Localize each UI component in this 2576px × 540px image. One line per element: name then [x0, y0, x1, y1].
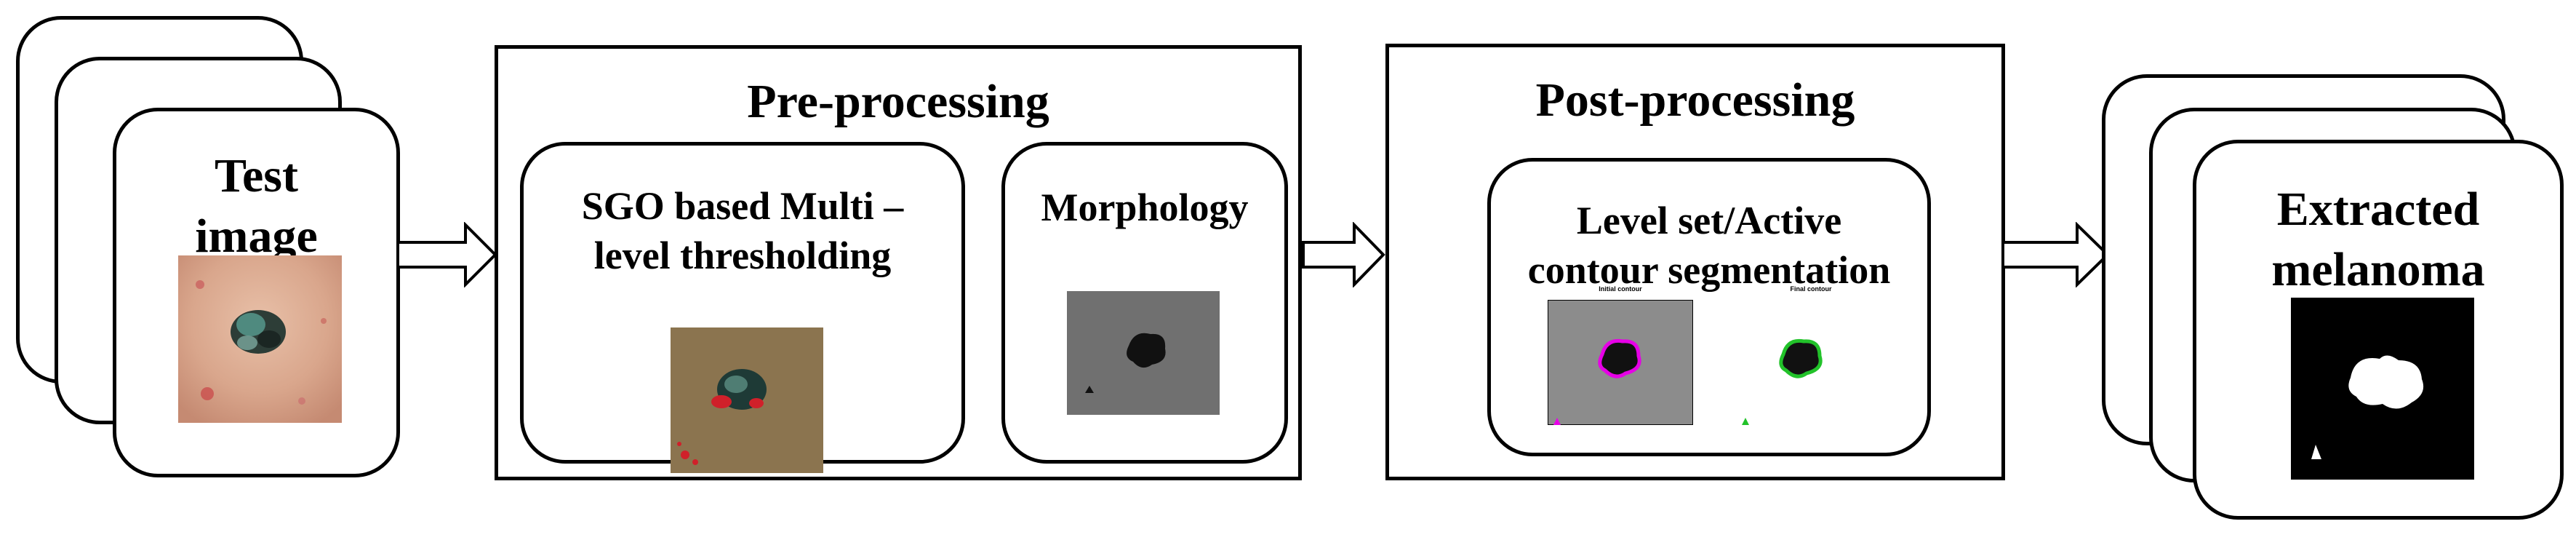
morphology-step-text: Morphology [1041, 186, 1249, 229]
output-title-line1: Extracted [2276, 183, 2480, 236]
levelset-step-label: Level set/Active contour segmentation [1491, 196, 1927, 295]
threshold-step-label: SGO based Multi – level thresholding [524, 182, 961, 280]
threshold-step-line1: SGO based Multi – [581, 184, 904, 228]
arrow-preprocessing-to-postprocessing [1302, 222, 1385, 287]
input-title-line2: image [195, 209, 318, 263]
input-title-line1: Test [215, 149, 298, 202]
output-card-extracted: Extracted melanoma [2193, 140, 2564, 520]
preprocessing-step-morphology: Morphology [1001, 142, 1288, 464]
threshold-step-line2: level thresholding [593, 233, 892, 277]
extracted-mask-thumbnail [2291, 298, 2474, 480]
postprocessing-block: Post-processing Level set/Active contour… [1385, 44, 2005, 480]
morphology-thumbnail [1067, 291, 1220, 415]
preprocessing-title: Pre-processing [498, 72, 1298, 132]
input-title: Test image [116, 146, 396, 266]
postprocessing-title: Post-processing [1389, 71, 2001, 131]
output-title-line2: melanoma [2271, 242, 2485, 296]
preprocessing-block: Pre-processing SGO based Multi – level t… [495, 45, 1302, 480]
final-contour-panel: Final contour [1738, 285, 1884, 425]
arrow-postprocessing-to-output [2001, 222, 2111, 287]
postprocessing-step-levelset: Level set/Active contour segmentation In… [1487, 158, 1931, 456]
arrow-input-to-preprocessing [396, 222, 498, 287]
initial-contour-panel: Initial contour [1548, 285, 1693, 425]
preprocessing-title-text: Pre-processing [747, 75, 1049, 128]
final-contour-caption: Final contour [1790, 285, 1832, 293]
input-card-test-image: Test image [113, 108, 400, 477]
postprocessing-title-text: Post-processing [1535, 74, 1855, 127]
initial-contour-caption: Initial contour [1599, 285, 1642, 293]
morphology-step-label: Morphology [1005, 183, 1284, 233]
test-image-thumbnail [178, 255, 342, 423]
threshold-thumbnail [671, 327, 823, 473]
output-title: Extracted melanoma [2196, 180, 2560, 300]
levelset-step-line1: Level set/Active [1576, 199, 1842, 242]
preprocessing-step-threshold: SGO based Multi – level thresholding [520, 142, 965, 473]
levelset-step-line2: contour segmentation [1527, 247, 1891, 292]
